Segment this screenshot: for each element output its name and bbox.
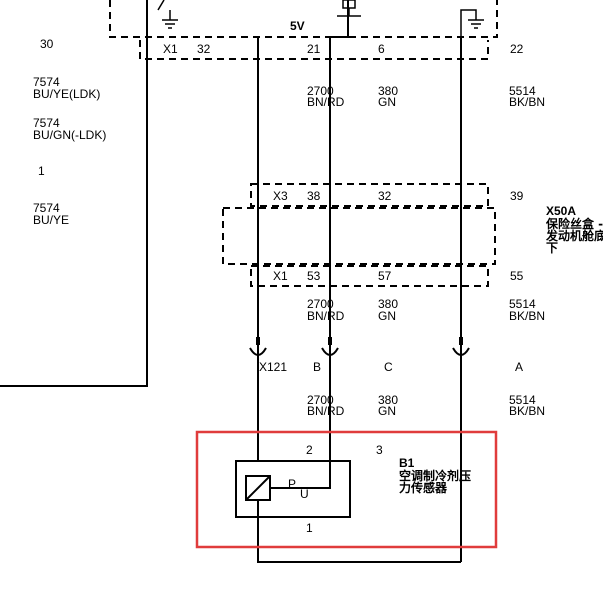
wire-b-code-1: 2700 (307, 297, 334, 311)
wire-a-color-3: BK/BN (509, 95, 545, 109)
top-pin-22: 22 (510, 42, 524, 56)
wire-a-code-2: 380 (378, 84, 398, 98)
sensor-name-1: 空调制冷剂压 (399, 468, 471, 483)
wire-b-color-3: BK/BN (509, 309, 545, 323)
fuse-bottom-connector-name: X1 (273, 269, 288, 283)
left-pin-30: 30 (40, 37, 54, 51)
terminal-b (249, 347, 267, 356)
fuse-box-body-border (222, 207, 496, 265)
top-voltage-label: 5V (290, 19, 305, 33)
sensor-internal-wires (257, 456, 331, 520)
fuse-box-top-connector-border (250, 183, 489, 207)
terminal-c (321, 347, 339, 356)
sensor-connector-pin-a: A (515, 360, 523, 374)
fuse-box-id: X50A (546, 204, 576, 218)
wire-a-color-1: BN/RD (307, 95, 345, 109)
left-wire-3-color: BU/YE (33, 213, 69, 227)
fuse-top-pin-38: 38 (307, 189, 321, 203)
top-ground-symbol-right (460, 9, 484, 37)
sensor-connector-pin-b: B (313, 360, 321, 374)
wire-a-color-2: GN (378, 95, 396, 109)
left-wire-2-color: BU/GN(-LDK) (33, 128, 106, 142)
left-wire-1-color: BU/YE(LDK) (33, 87, 100, 101)
left-pin-1: 1 (38, 164, 45, 178)
left-wire-1-code: 7574 (33, 75, 60, 89)
fuse-bottom-pin-55: 55 (510, 269, 524, 283)
top-ground-symbol-left (157, 0, 178, 29)
wire-c-color-3: BK/BN (509, 404, 545, 418)
wire-c-color-1: BN/RD (307, 404, 345, 418)
sensor-pin-1: 1 (306, 521, 313, 535)
top-connector-dashed-border (139, 40, 489, 60)
top-connector-name: X1 (163, 42, 178, 56)
sensor-symbol-p: P (288, 477, 296, 491)
terminal-a (452, 347, 470, 356)
top-module-dashed-border (109, 0, 498, 38)
wire-c-code-2: 380 (378, 393, 398, 407)
wire-a-code-1: 2700 (307, 84, 334, 98)
left-wire-2-code: 7574 (33, 116, 60, 130)
fuse-bottom-pin-53: 53 (307, 269, 321, 283)
wire-b-color-1: BN/RD (307, 309, 345, 323)
top-pin-32: 32 (197, 42, 211, 56)
top-pin-6: 6 (378, 42, 385, 56)
fuse-top-pin-39: 39 (510, 189, 524, 203)
fuse-box-bottom-connector-border (250, 265, 489, 287)
sensor-highlight-box (195, 430, 498, 549)
top-pin-21: 21 (307, 42, 321, 56)
sensor-connector-terminals (249, 343, 470, 356)
pressure-sensor-icon (245, 475, 271, 501)
fuse-top-connector-name: X3 (273, 189, 288, 203)
sensor-name-2: 力传感器 (399, 480, 448, 495)
sensor-connector-pin-c: C (384, 360, 393, 374)
wire-b-code-3: 5514 (509, 297, 536, 311)
sensor-pin-2: 2 (306, 443, 313, 457)
sensor-connector-name: X121 (259, 360, 287, 374)
fuse-box-desc-2: 发动机舱底 (545, 228, 603, 243)
wire-c-code-1: 2700 (307, 393, 334, 407)
fuse-bottom-pin-57: 57 (378, 269, 392, 283)
wire-a-code-3: 5514 (509, 84, 536, 98)
terminal-pins (256, 337, 463, 345)
wire-b-code-2: 380 (378, 297, 398, 311)
sensor-id: B1 (399, 456, 415, 470)
fuse-box-desc-3: 下 (546, 241, 558, 255)
left-wire-3-code: 7574 (33, 201, 60, 215)
left-module-border (0, 0, 148, 387)
wire-380 (329, 0, 349, 456)
sensor-symbol-u: U (300, 487, 309, 501)
fuse-box-desc-1: 保险丝盒 - (545, 216, 603, 231)
wire-c-color-2: GN (378, 404, 396, 418)
wire-b-color-2: GN (378, 309, 396, 323)
wire-c-code-3: 5514 (509, 393, 536, 407)
fuse-box-internal-wires (329, 186, 331, 237)
fuse-top-pin-32: 32 (378, 189, 392, 203)
sensor-pin-3: 3 (376, 443, 383, 457)
